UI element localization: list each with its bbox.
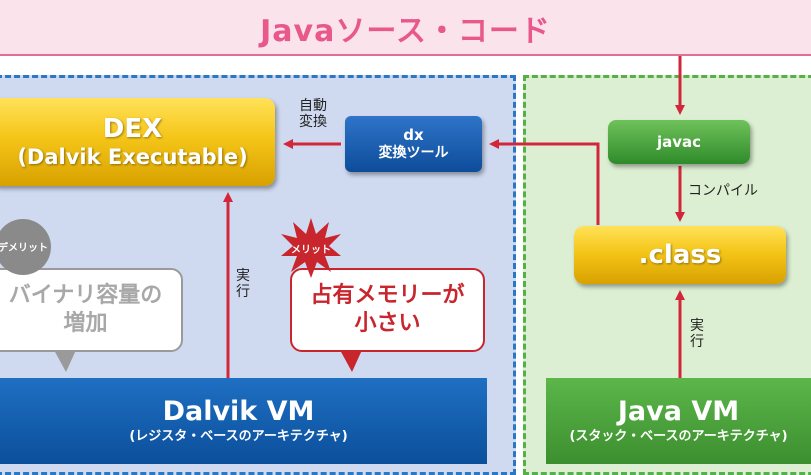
execute-right-line1: 実: [690, 318, 704, 334]
dalvik-vm-title: Dalvik VM: [162, 396, 315, 427]
merit-bubble: 占有メモリーが 小さい: [290, 268, 485, 352]
execute-right-line2: 行: [690, 334, 704, 350]
demerit-bubble-tail: [54, 350, 76, 372]
banner-title: Javaソース・コード: [260, 14, 551, 49]
merit-line2: 小さい: [354, 311, 421, 336]
auto-convert-line2: 変換: [299, 114, 327, 130]
java-vm-subtitle: (スタック・ベースのアーキテクチャ): [569, 429, 788, 444]
demerit-bubble: バイナリ容量の 増加: [0, 268, 183, 352]
demerit-badge: デメリット: [0, 242, 48, 254]
auto-convert-label: 自動 変換: [293, 98, 333, 130]
merit-line1: 占有メモリーが: [310, 283, 465, 308]
demerit-badge-burst: [0, 219, 51, 275]
dalvik-vm-subtitle: (レジスタ・ベースのアーキテクチャ): [129, 429, 348, 444]
class-title: .class: [638, 240, 722, 270]
dx-tool-box: dx 変換ツール: [345, 116, 482, 172]
execute-left-line2: 行: [236, 284, 250, 300]
dalvik-vm-box: Dalvik VM (レジスタ・ベースのアーキテクチャ): [0, 378, 487, 464]
javac-box: javac: [608, 120, 750, 164]
java-vm-box: Java VM (スタック・ベースのアーキテクチャ): [546, 378, 811, 464]
arrows-layer: [223, 56, 685, 378]
merit-bubble-tail: [340, 350, 362, 372]
class-box: .class: [574, 226, 786, 284]
merit-badge: メリット: [291, 244, 331, 256]
dex-title: DEX: [102, 114, 163, 144]
demerit-line1: バイナリ容量の: [8, 283, 163, 308]
execute-left-label: 実 行: [234, 268, 252, 300]
arrow-class-to-dx: [489, 139, 600, 225]
dx-title: dx: [403, 126, 424, 144]
dx-subtitle: 変換ツール: [378, 145, 449, 161]
execute-left-line1: 実: [236, 268, 250, 284]
javac-title: javac: [656, 133, 702, 151]
merit-badge-burst: [281, 218, 341, 278]
auto-convert-line1: 自動: [299, 98, 327, 114]
dex-subtitle: (Dalvik Executable): [17, 145, 248, 169]
execute-right-label: 実 行: [688, 318, 706, 350]
java-vm-title: Java VM: [617, 396, 740, 427]
demerit-line2: 増加: [63, 311, 108, 336]
dex-box: DEX (Dalvik Executable): [0, 98, 275, 186]
compile-label: コンパイル: [688, 183, 758, 199]
source-code-banner: [0, 0, 811, 56]
